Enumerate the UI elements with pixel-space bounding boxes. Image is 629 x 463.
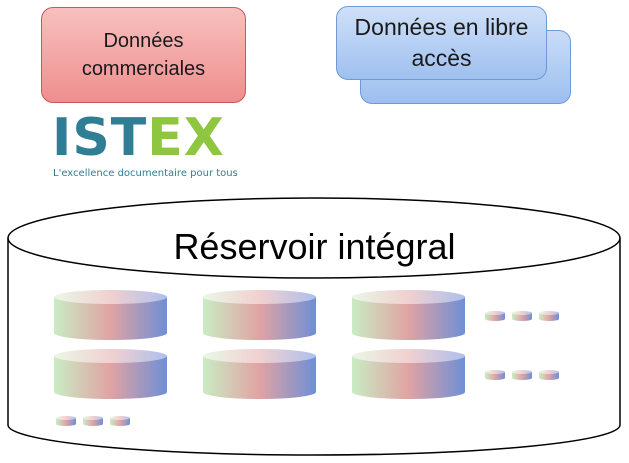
reservoir-cylinder bbox=[7, 197, 621, 456]
small-disk-icon bbox=[56, 416, 76, 426]
large-disk-group bbox=[54, 290, 465, 400]
logo-word-ist: IST bbox=[52, 108, 148, 168]
small-disk-icon bbox=[512, 370, 532, 380]
large-disk-icon bbox=[352, 349, 465, 400]
reservoir-title: Réservoir intégral bbox=[173, 226, 456, 267]
small-disk-icon bbox=[539, 370, 559, 380]
large-disk-icon bbox=[54, 349, 167, 400]
istex-logo: ISTEX L'excellence documentaire pour tou… bbox=[52, 112, 252, 182]
small-disk-icon bbox=[485, 370, 505, 380]
commercial-data-box: Données commerciales bbox=[41, 7, 246, 103]
logo-wordmark: ISTEX bbox=[52, 112, 225, 164]
small-disk-icon bbox=[512, 311, 532, 321]
logo-word-ex: EX bbox=[147, 108, 225, 168]
large-disk-icon bbox=[203, 349, 316, 400]
small-disk-group bbox=[56, 311, 559, 426]
small-disk-icon bbox=[110, 416, 130, 426]
small-disk-icon bbox=[539, 311, 559, 321]
small-disk-icon bbox=[485, 311, 505, 321]
commercial-data-label: Données commerciales bbox=[81, 30, 206, 80]
large-disk-icon bbox=[54, 290, 167, 340]
large-disk-icon bbox=[203, 290, 316, 340]
small-disk-icon bbox=[83, 416, 103, 426]
open-access-data-box: Données en libre accès bbox=[336, 6, 547, 80]
logo-tagline: L'excellence documentaire pour tous bbox=[53, 168, 238, 179]
large-disk-icon bbox=[352, 290, 465, 340]
open-access-data-label: Données en libre accès bbox=[354, 13, 529, 71]
